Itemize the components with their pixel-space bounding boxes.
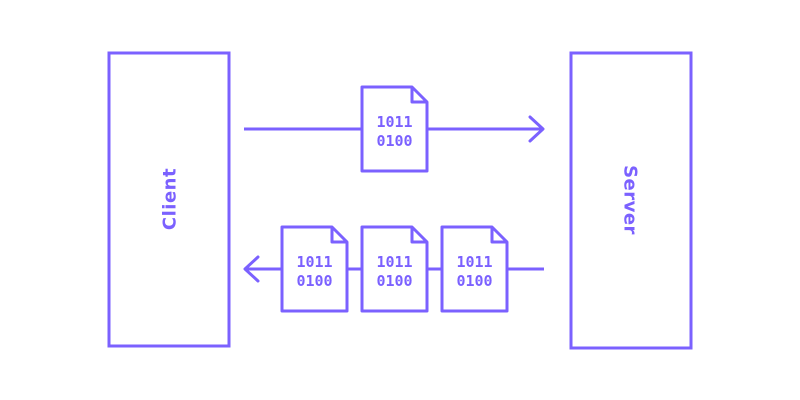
response-packet-3: 1011 0100 [440,225,509,313]
file-fold [410,87,427,104]
client-label: Client [160,168,181,230]
request-packet: 1011 0100 [360,85,429,173]
packet-bits-line2: 0100 [456,272,492,290]
packet-bits-line1: 1011 [376,113,412,131]
packet-bits-line1: 1011 [296,253,332,271]
arrowhead-left-icon [243,255,260,283]
response-packet-1: 1011 0100 [280,225,349,313]
packet-bits-line2: 0100 [376,272,412,290]
file-icon [440,225,509,313]
arrowhead-right-icon [528,115,545,143]
file-icon [360,85,429,173]
packet-bits-line2: 0100 [376,132,412,150]
response-packet-2: 1011 0100 [360,225,429,313]
client-box [107,51,231,348]
file-fold [330,227,347,244]
packet-bits-line1: 1011 [376,253,412,271]
packet-bits-line1: 1011 [456,253,492,271]
server-box [569,51,693,350]
server-label: Server [620,165,641,235]
file-icon [280,225,349,313]
file-fold [490,227,507,244]
file-icon [360,225,429,313]
packet-bits-line2: 0100 [296,272,332,290]
file-fold [410,227,427,244]
